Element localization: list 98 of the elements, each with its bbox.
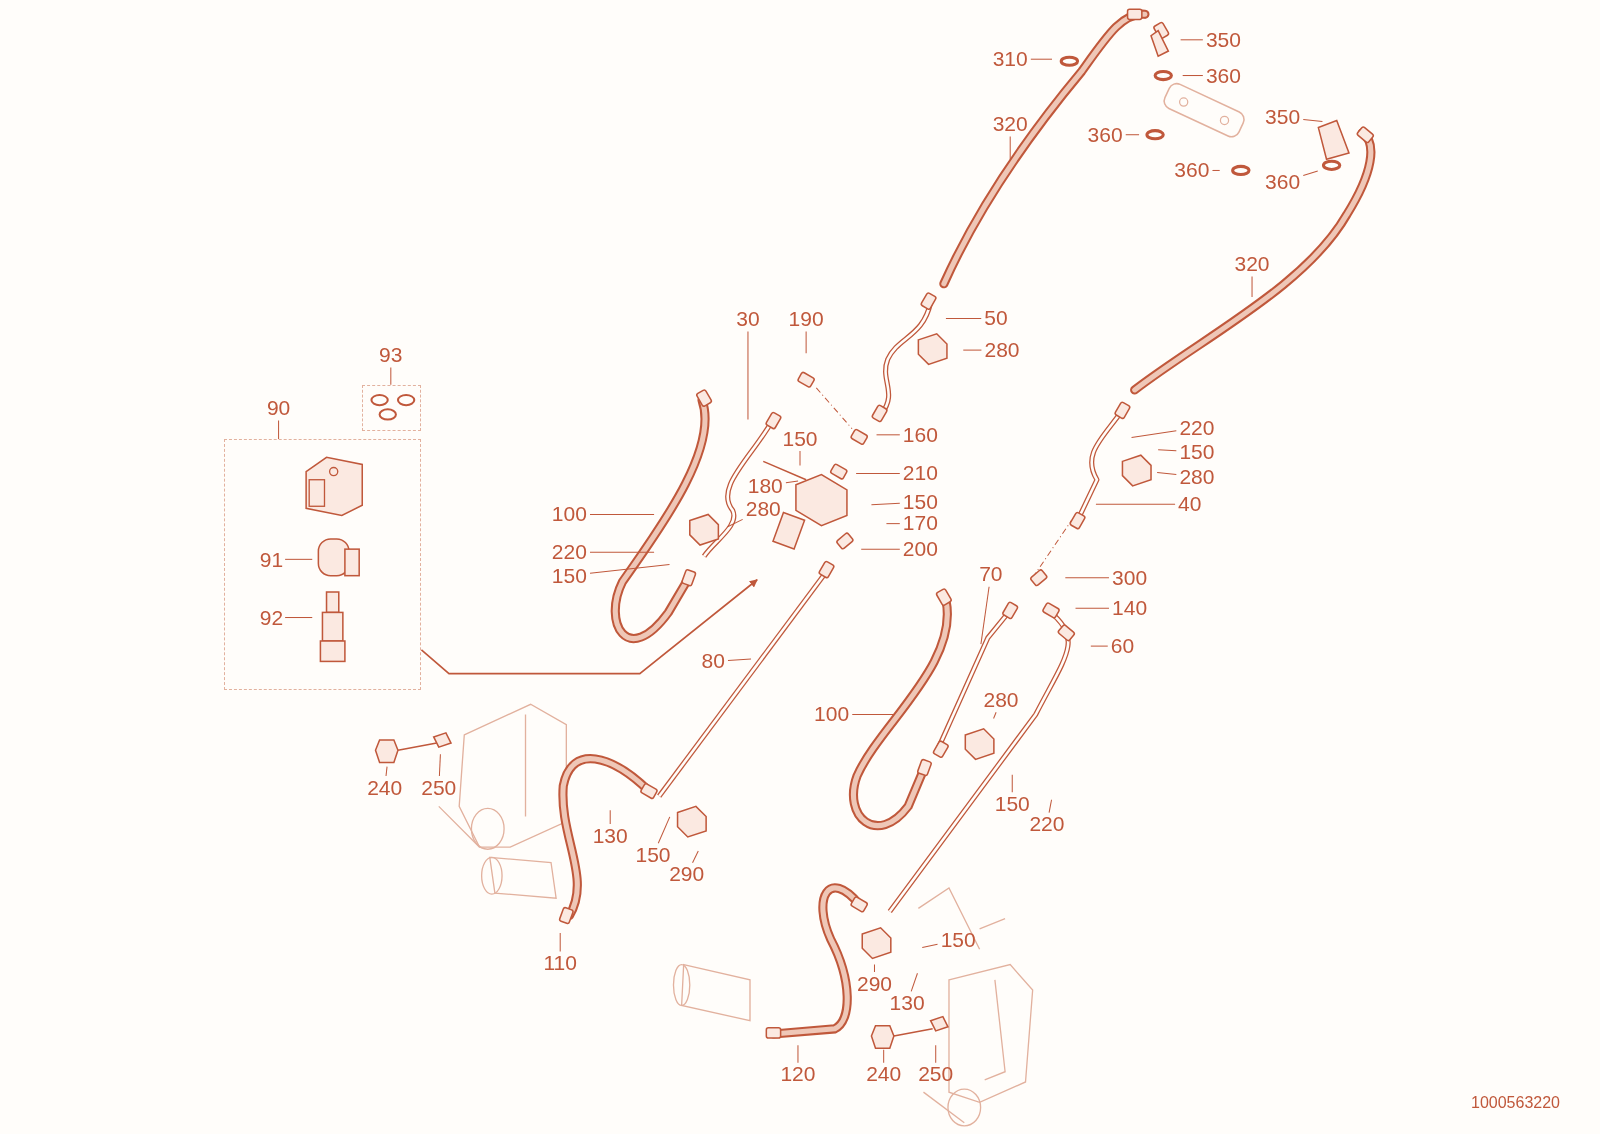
leader-line: [1131, 430, 1177, 439]
leader-line: [727, 658, 752, 661]
callout-number: 160: [900, 422, 940, 447]
leader-line: [1182, 75, 1204, 77]
callout-number: 150: [938, 927, 978, 952]
callout-number: 320: [990, 112, 1030, 137]
callout-number: 110: [540, 951, 580, 976]
leader-line: [1125, 134, 1140, 136]
leader-line: [1075, 607, 1110, 609]
leader-line: [1302, 119, 1323, 123]
callout-number: 130: [590, 823, 630, 848]
leader-line: [1011, 774, 1013, 793]
leader-line: [876, 434, 901, 436]
callout-number: 350: [1203, 27, 1243, 52]
callout-number: 210: [900, 461, 940, 486]
leader-line: [284, 558, 313, 560]
leader-line: [1030, 58, 1053, 60]
leader-line: [945, 317, 982, 319]
leader-line: [870, 502, 901, 506]
callout-number: 150: [549, 563, 589, 588]
leader-line: [799, 450, 801, 466]
callout-number: 360: [1085, 122, 1125, 147]
callout-number: 140: [1110, 596, 1150, 621]
leader-line: [589, 513, 655, 515]
callout-number: 92: [257, 606, 286, 631]
leader-line: [385, 766, 388, 777]
leader-line: [851, 714, 895, 715]
leader-line: [785, 480, 799, 484]
callout-number: 280: [1177, 464, 1217, 489]
callout-number: 220: [549, 540, 589, 565]
leader-line: [727, 518, 744, 528]
callout-number: 150: [1177, 440, 1217, 465]
leader-line: [935, 1044, 937, 1064]
leader-line: [921, 943, 939, 948]
callout-number: 50: [982, 306, 1010, 331]
callout-number: 360: [1172, 158, 1212, 183]
callout-number: 280: [743, 497, 783, 522]
callout-number: 310: [990, 47, 1030, 72]
callout-number: 100: [812, 702, 852, 727]
leader-line: [692, 850, 699, 864]
leader-line: [910, 972, 918, 992]
leader-line: [1157, 449, 1177, 452]
callout-number: 240: [365, 775, 405, 800]
callout-number: 100: [549, 502, 589, 527]
leader-line: [657, 816, 671, 844]
leader-line: [962, 349, 982, 351]
callout-number: 180: [745, 473, 785, 498]
leader-line: [1211, 169, 1221, 171]
leader-line: [885, 523, 901, 525]
leader-line: [860, 548, 901, 550]
callout-number: 200: [900, 536, 940, 561]
callout-number: 240: [864, 1062, 904, 1087]
leader-line: [559, 932, 561, 952]
leader-line: [855, 473, 901, 475]
leader-line: [1251, 275, 1253, 298]
callout-number: 280: [981, 688, 1021, 712]
drawing-number: 1000563220: [1471, 1094, 1560, 1112]
callout-number: 80: [699, 649, 727, 674]
leader-line: [1064, 577, 1110, 579]
callout-number: 350: [1263, 105, 1303, 130]
callout-number: 250: [419, 775, 459, 800]
leader-line: [797, 1044, 799, 1064]
leader-line: [1048, 799, 1053, 814]
callout-number: 360: [1263, 169, 1303, 194]
leader-line: [589, 563, 670, 574]
callout-number: 120: [778, 1062, 818, 1087]
callout-number: 93: [379, 342, 403, 367]
callout-number: 220: [1177, 415, 1217, 440]
callout-number: 90: [266, 395, 291, 420]
callout-number: 60: [1108, 633, 1137, 658]
leader-line: [747, 331, 749, 420]
leader-line: [980, 586, 990, 645]
leader-line: [1302, 170, 1319, 176]
leader-line: [874, 963, 875, 973]
callout-number: 150: [780, 426, 820, 451]
callout-number: 300: [1110, 565, 1150, 590]
leader-line: [438, 753, 441, 777]
callout-number: 40: [1176, 492, 1204, 517]
leader-line: [993, 711, 997, 719]
leader-line: [883, 1049, 885, 1064]
leader-line: [1090, 645, 1109, 647]
callout-number: 250: [916, 1062, 956, 1087]
callout-number: 30: [734, 307, 762, 332]
callout-number: 91: [257, 548, 286, 573]
leader-line: [609, 809, 611, 825]
leader-line: [284, 617, 313, 619]
callout-number: 190: [786, 307, 826, 332]
leader-line: [589, 551, 655, 553]
leader-line: [1156, 471, 1177, 476]
callout-number: 280: [982, 338, 1022, 362]
leader-line: [1095, 503, 1176, 505]
callout-number: 360: [1203, 63, 1243, 88]
leader-line: [1180, 39, 1204, 41]
callout-number: 70: [977, 562, 1005, 587]
leader-line: [1009, 136, 1011, 160]
leader-arrow: [420, 578, 758, 675]
leader-line: [805, 331, 807, 354]
callout-number: 320: [1232, 252, 1272, 277]
